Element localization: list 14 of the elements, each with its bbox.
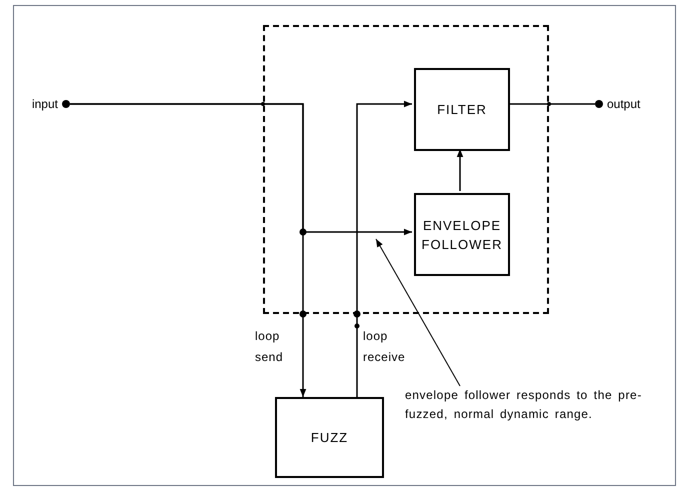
block-label: FUZZ: [310, 429, 348, 447]
dashed-enclosure: [263, 25, 549, 314]
terminal-label: output: [607, 98, 640, 110]
signal-arrow: [356, 100, 412, 397]
annotation-text: envelope follower responds to the pre-fuzzed, normal dynamic range.: [405, 387, 643, 423]
block-label: FILTER: [437, 101, 487, 119]
terminal-label: input: [32, 98, 58, 110]
leader-line: [376, 238, 460, 386]
block-box: [275, 397, 384, 478]
block-box: [414, 68, 510, 151]
signal-arrow: [456, 149, 464, 191]
block-label: ENVELOPE FOLLOWER: [420, 216, 504, 254]
signal-arrow: [70, 103, 412, 236]
block-box: [414, 193, 510, 276]
